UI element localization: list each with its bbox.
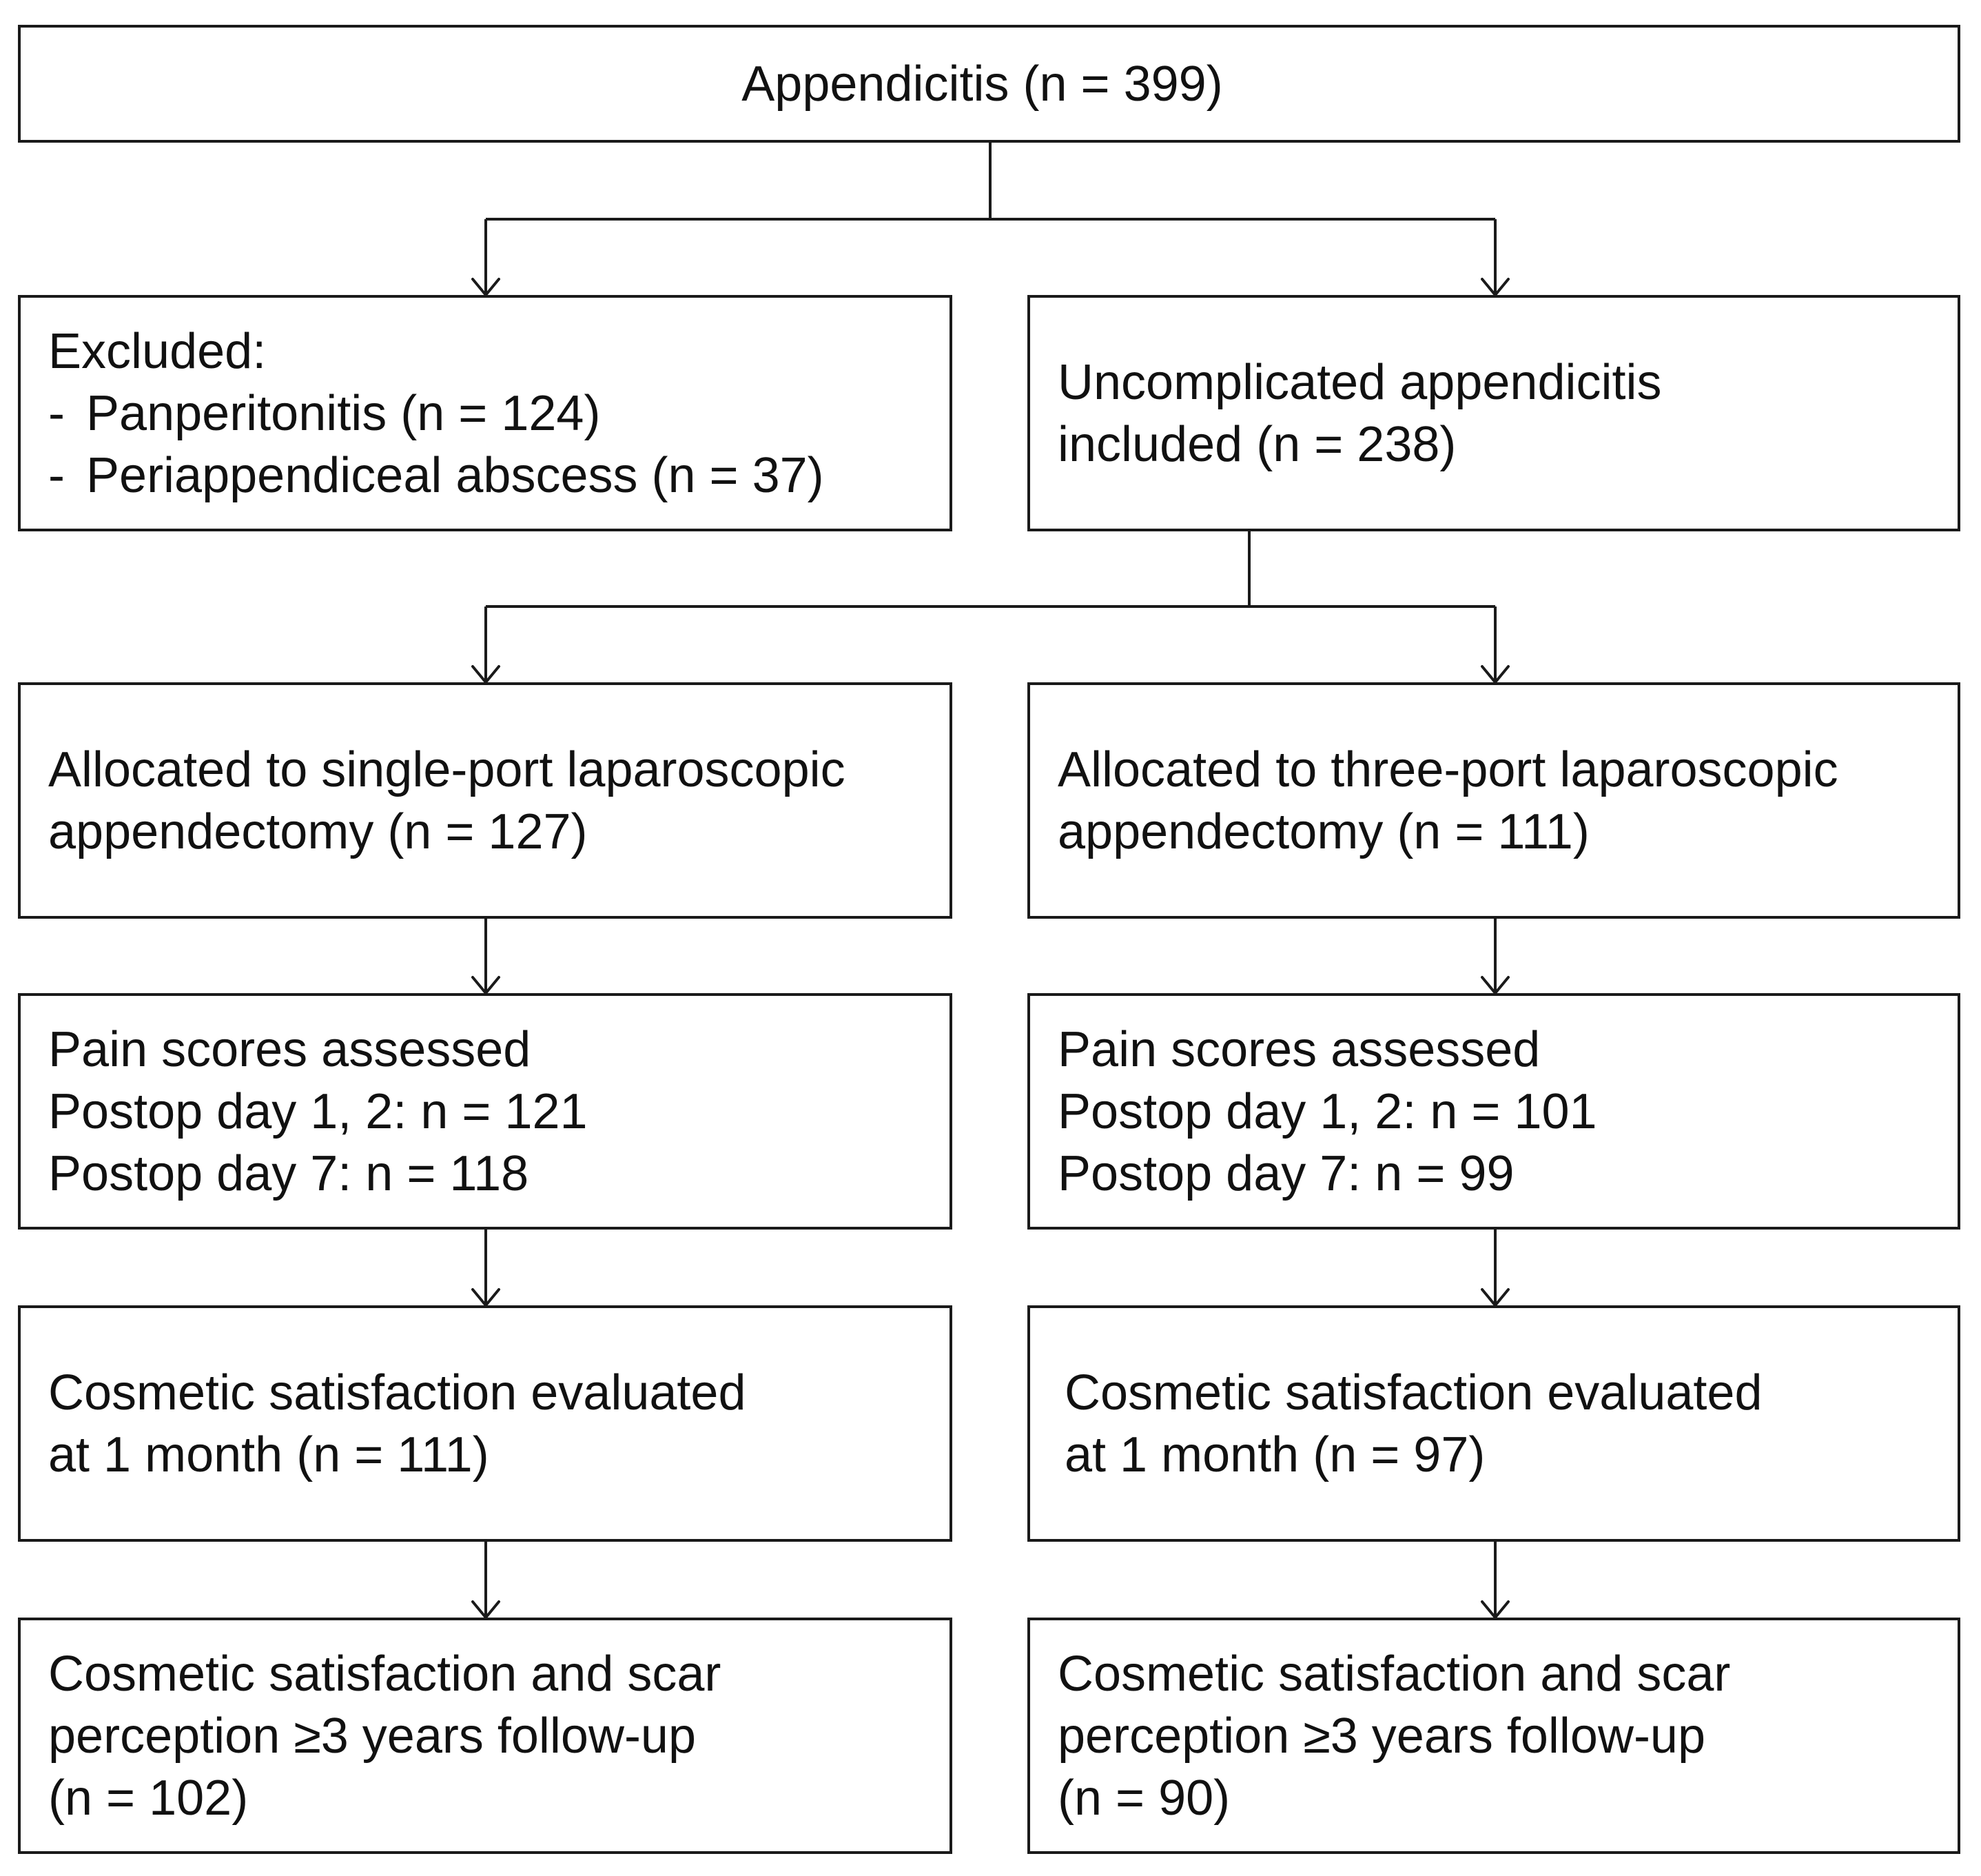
bullet-dash: - [48,447,65,503]
single-port-pain-line-1: Pain scores assessed [48,1021,531,1077]
excluded-item-label: Periappendiceal abscess (n = 37) [86,447,824,503]
single-port-pain-line-3: Postop day 7: n = 118 [48,1145,529,1201]
excluded-item-panperitonitis: -Panperitonitis (n = 124) [48,383,936,445]
single-port-pain-box: Pain scores assessed Postop day 1, 2: n … [18,993,952,1230]
three-port-followup-line-3: (n = 90) [1058,1770,1231,1826]
single-port-followup-box: Cosmetic satisfaction and scar perceptio… [18,1618,952,1854]
single-port-allocated-line-2: appendectomy (n = 127) [48,804,588,859]
appendicitis-label: Appendicitis (n = 399) [741,56,1223,112]
three-port-allocated-line-1: Allocated to three-port laparoscopic [1058,742,1838,797]
three-port-pain-box: Pain scores assessed Postop day 1, 2: n … [1027,993,1960,1230]
three-port-allocated-box: Allocated to three-port laparoscopic app… [1027,682,1960,919]
three-port-cosmetic-1m-box: Cosmetic satisfaction evaluated at 1 mon… [1027,1305,1960,1542]
three-port-cosmetic-1m-line-2: at 1 month (n = 97) [1065,1427,1486,1482]
single-port-pain-line-2: Postop day 1, 2: n = 121 [48,1083,588,1139]
included-box: Uncomplicated appendicitis included (n =… [1027,295,1960,531]
single-port-followup-line-1: Cosmetic satisfaction and scar [48,1646,721,1702]
single-port-cosmetic-1m-line-1: Cosmetic satisfaction evaluated [48,1365,746,1420]
three-port-allocated-line-2: appendectomy (n = 111) [1058,804,1590,859]
three-port-cosmetic-1m-line-1: Cosmetic satisfaction evaluated [1065,1365,1763,1420]
included-line-1: Uncomplicated appendicitis [1058,354,1662,410]
three-port-pain-line-1: Pain scores assessed [1058,1021,1541,1077]
three-port-pain-line-2: Postop day 1, 2: n = 101 [1058,1083,1597,1139]
single-port-cosmetic-1m-line-2: at 1 month (n = 111) [48,1427,489,1482]
single-port-followup-line-2: perception ≥3 years follow-up [48,1708,697,1764]
excluded-heading: Excluded: [48,323,267,379]
excluded-item-label: Panperitonitis (n = 124) [86,385,601,441]
bullet-dash: - [48,385,65,441]
single-port-followup-line-3: (n = 102) [48,1770,249,1826]
three-port-followup-line-1: Cosmetic satisfaction and scar [1058,1646,1731,1702]
appendicitis-box: Appendicitis (n = 399) [18,25,1960,143]
included-line-2: included (n = 238) [1058,416,1457,472]
excluded-box: Excluded: -Panperitonitis (n = 124) -Per… [18,295,952,531]
three-port-pain-line-3: Postop day 7: n = 99 [1058,1145,1515,1201]
single-port-cosmetic-1m-box: Cosmetic satisfaction evaluated at 1 mon… [18,1305,952,1542]
three-port-followup-box: Cosmetic satisfaction and scar perceptio… [1027,1618,1960,1854]
excluded-item-abscess: -Periappendiceal abscess (n = 37) [48,445,936,507]
three-port-followup-line-2: perception ≥3 years follow-up [1058,1708,1706,1764]
single-port-allocated-line-1: Allocated to single-port laparoscopic [48,742,845,797]
single-port-allocated-box: Allocated to single-port laparoscopic ap… [18,682,952,919]
